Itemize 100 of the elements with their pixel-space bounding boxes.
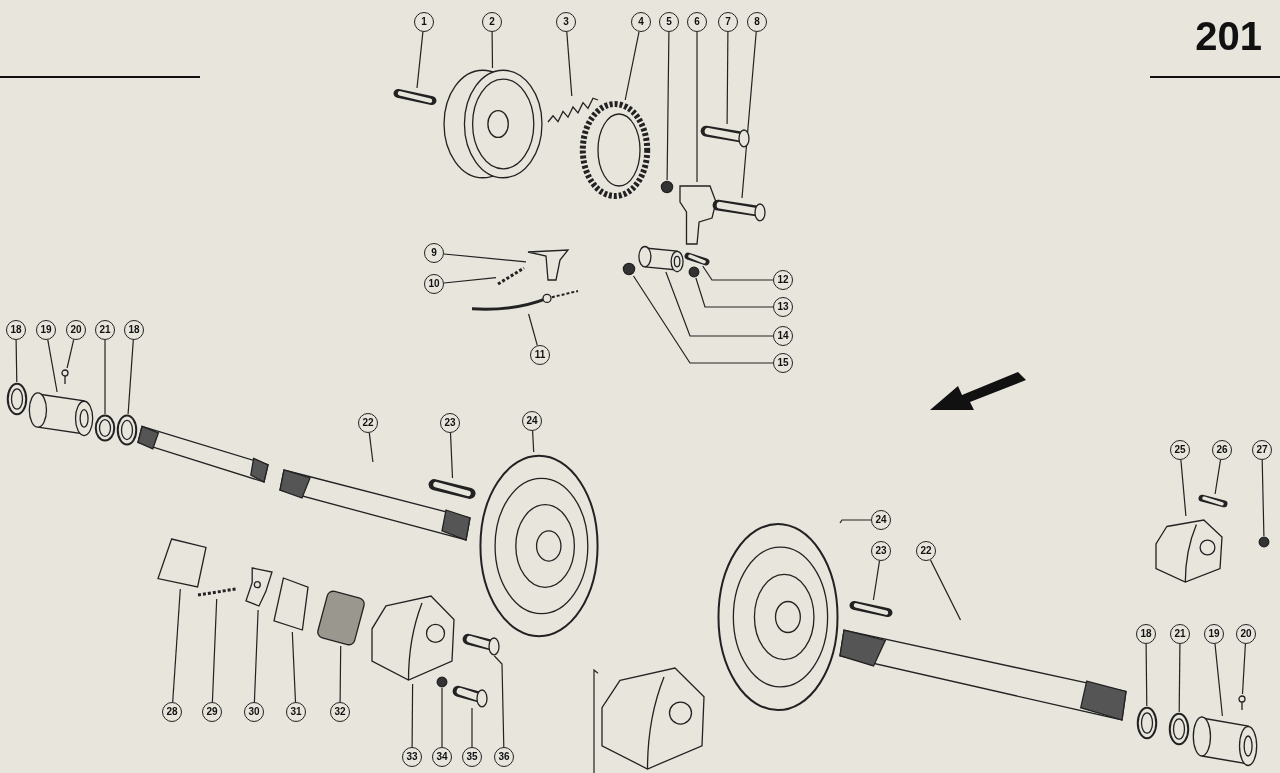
callout-number: 35	[462, 747, 482, 767]
ring-drawing	[1136, 706, 1158, 740]
callout-number: 22	[358, 413, 378, 433]
leader-line	[593, 668, 599, 773]
plate-drawing	[272, 576, 310, 632]
leader-line	[127, 339, 134, 415]
leader-line	[368, 432, 374, 463]
caliper-drawing	[1152, 516, 1226, 586]
leader-line	[47, 339, 58, 393]
nut-drawing	[622, 262, 636, 276]
callout-number: 5	[659, 12, 679, 32]
callout-number: 30	[244, 702, 264, 722]
leader-line	[443, 277, 497, 284]
ring-drawing	[116, 414, 138, 446]
leader-line	[696, 31, 698, 183]
leader-line	[211, 598, 218, 703]
leader-line	[695, 277, 774, 308]
leader-line	[741, 31, 757, 199]
leader-line	[1241, 643, 1246, 695]
callout-number: 3	[556, 12, 576, 32]
caliper-drawing	[598, 664, 708, 773]
clip-drawing	[242, 564, 276, 610]
leader-line	[172, 588, 181, 703]
leader-line	[528, 313, 538, 346]
leader-line	[449, 432, 454, 479]
sleeve-drawing	[1192, 716, 1258, 766]
leader-line	[929, 559, 962, 621]
callout-number: 9	[424, 243, 444, 263]
leader-line	[15, 339, 18, 383]
pin-drawing	[1200, 494, 1228, 508]
plate-drawing	[156, 537, 208, 589]
leader-line	[872, 560, 881, 601]
callout-number: 28	[162, 702, 182, 722]
callout-number: 26	[1212, 440, 1232, 460]
leader-line	[253, 609, 259, 703]
leader-line	[493, 655, 505, 748]
callout-number: 18	[6, 320, 26, 340]
callout-number: 4	[631, 12, 651, 32]
callout-number: 19	[1204, 624, 1224, 644]
leader-line	[291, 631, 297, 703]
callout-number: 34	[432, 747, 452, 767]
callout-number: 19	[36, 320, 56, 340]
callout-number: 6	[687, 12, 707, 32]
leader-line	[411, 683, 414, 748]
caliper-drawing	[368, 592, 458, 684]
callout-number: 23	[440, 413, 460, 433]
grease-nipple-drawing	[58, 368, 72, 386]
page-number: 201	[1195, 14, 1262, 59]
ring-drawing	[94, 414, 116, 442]
leader-line	[532, 430, 535, 453]
leader-line	[66, 339, 75, 369]
callout-number: 12	[773, 270, 793, 290]
callout-number: 15	[773, 353, 793, 373]
leader-line	[624, 31, 640, 101]
callout-number: 23	[871, 541, 891, 561]
callout-number: 14	[773, 326, 793, 346]
callout-number: 11	[530, 345, 550, 365]
leader-line	[839, 519, 872, 524]
leader-line	[666, 31, 670, 181]
callout-number: 32	[330, 702, 350, 722]
brake-shoe-drawing	[580, 100, 650, 200]
brake-disc-drawing	[716, 520, 840, 714]
cable-drawing	[470, 288, 580, 314]
screw-drawing	[496, 264, 526, 288]
ring-drawing	[6, 382, 28, 416]
leader-line	[443, 253, 527, 263]
callout-number: 24	[522, 411, 542, 431]
leader-line	[726, 31, 729, 125]
callout-number: 33	[402, 747, 422, 767]
leader-line	[339, 645, 342, 703]
brake-disc-drawing	[478, 452, 600, 640]
callout-number: 25	[1170, 440, 1190, 460]
callout-number: 27	[1252, 440, 1272, 460]
leader-line	[632, 275, 774, 364]
callout-number: 24	[871, 510, 891, 530]
leader-line	[471, 707, 473, 748]
sleeve-drawing	[28, 392, 94, 436]
leader-line	[1178, 643, 1181, 713]
sleeve-drawing	[638, 246, 684, 272]
leader-line	[1261, 459, 1265, 537]
leader-line	[1145, 643, 1148, 707]
leader-line	[416, 31, 424, 89]
leader-line	[1180, 459, 1187, 517]
leader-line	[491, 31, 494, 69]
brake-drum-drawing	[442, 68, 544, 180]
leader-line	[104, 339, 106, 415]
callout-number: 13	[773, 297, 793, 317]
callout-number: 18	[1136, 624, 1156, 644]
callout-number: 22	[916, 541, 936, 561]
nut-drawing	[688, 266, 700, 278]
leader-line	[441, 687, 443, 748]
callout-number: 7	[718, 12, 738, 32]
callout-number: 31	[286, 702, 306, 722]
nut-drawing	[436, 676, 448, 688]
pin-drawing	[686, 252, 710, 266]
callout-number: 8	[747, 12, 767, 32]
leader-line	[1214, 643, 1223, 717]
callout-number: 21	[95, 320, 115, 340]
nut-drawing	[660, 180, 674, 194]
bracket-drawing	[676, 182, 718, 246]
